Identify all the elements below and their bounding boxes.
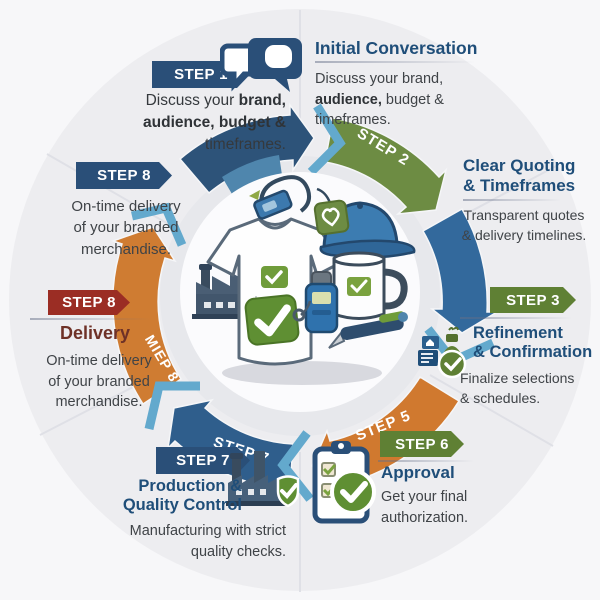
ground-shadow — [222, 361, 382, 385]
pen-illustration — [328, 311, 408, 349]
title-line: Refinement — [473, 324, 563, 342]
text-line: Discuss your brand, — [315, 71, 444, 87]
step8-delivery-badge: STEP 8 — [48, 290, 130, 315]
shield-check-icon — [276, 475, 300, 508]
chevron-icon — [277, 430, 314, 502]
title-line: Production & — [138, 477, 242, 495]
text-line: merchandise. — [55, 394, 143, 411]
factory-shield-check-icon — [226, 451, 300, 508]
chevron-icon — [130, 202, 187, 247]
initial-conversation-title: Initial Conversation — [315, 38, 478, 58]
divider-line — [378, 460, 474, 462]
step7-description: Manufacturing with strict quality checks… — [92, 521, 286, 562]
text-line: of your branded — [73, 219, 179, 237]
text-line: Get your final — [381, 489, 468, 505]
clipboard-check-icon — [312, 441, 376, 524]
text-line: authorization. — [381, 509, 469, 526]
text-line: & schedules. — [460, 389, 541, 406]
step3-description: Finalize selections & schedules. — [460, 369, 574, 409]
title-line: & Timeframes — [463, 176, 576, 196]
text-line: timeframes. — [205, 136, 286, 153]
title-line: Clear Quoting — [463, 156, 576, 175]
text-line: audience, budget & timeframes. — [315, 91, 444, 129]
title-underline — [315, 61, 475, 63]
initial-conversation-description: Discuss your brand, audience, budget & t… — [315, 69, 505, 131]
text-line: Finalize selections — [460, 370, 575, 386]
title-underline — [463, 199, 561, 201]
arrow-step3-blue — [421, 207, 500, 334]
step8-delivery-title: Delivery — [60, 323, 131, 343]
title-line: Quality Control — [122, 496, 242, 515]
text-line: audience, budget & — [143, 114, 286, 131]
step6-badge: STEP 6 — [380, 431, 464, 457]
text-line: Transparent quotes — [463, 207, 585, 223]
heart-tag-illustration — [313, 187, 350, 236]
chevron-icon — [307, 103, 346, 176]
sector-divider-lines — [39, 10, 559, 592]
step3-badge: STEP 3 — [490, 287, 576, 313]
chat-bubbles-icon — [220, 38, 302, 92]
text-line: Discuss your brand, — [145, 92, 286, 109]
text-line: On-time delivery — [71, 198, 181, 215]
step8-top-description: On-time delivery of your branded merchan… — [42, 196, 210, 260]
divider-line — [30, 318, 152, 320]
text-line: Manufacturing with strict — [129, 523, 286, 539]
lanyard-illustration — [249, 175, 312, 220]
mug-illustration — [332, 251, 408, 320]
title-line: & Confirmation — [473, 343, 593, 362]
check-tag-illustration — [244, 294, 312, 346]
clear-quoting-title: Clear Quoting & Timeframes — [463, 156, 575, 196]
divider-line — [460, 317, 572, 319]
arrow-step1-highlight — [222, 155, 282, 194]
step1-description: Discuss your brand, audience, budget & t… — [100, 90, 286, 156]
text-line: quality checks. — [190, 543, 286, 560]
step8-top-badge: STEP 8 — [76, 162, 172, 189]
text-line: & delivery timelines. — [461, 226, 587, 243]
step6-description: Get your final authorization. — [381, 487, 468, 528]
step6-title: Approval — [381, 463, 455, 482]
arrow-step2-green — [324, 117, 448, 215]
text-line: On-time delivery — [46, 353, 152, 369]
step8-delivery-description: On-time delivery of your branded merchan… — [20, 351, 178, 413]
text-line: of your branded — [48, 373, 150, 390]
text-line: merchandise. — [80, 240, 172, 258]
spark-accent — [249, 190, 260, 200]
clear-quoting-description: Transparent quotes & delivery timelines. — [452, 206, 596, 246]
approval-stamp-icon — [418, 326, 467, 379]
arrow-step8-orange — [110, 226, 183, 406]
step3-title: Refinement & Confirmation — [473, 324, 592, 363]
step7-title: Production & Quality Control — [104, 477, 242, 516]
chevron-icon — [144, 381, 200, 431]
